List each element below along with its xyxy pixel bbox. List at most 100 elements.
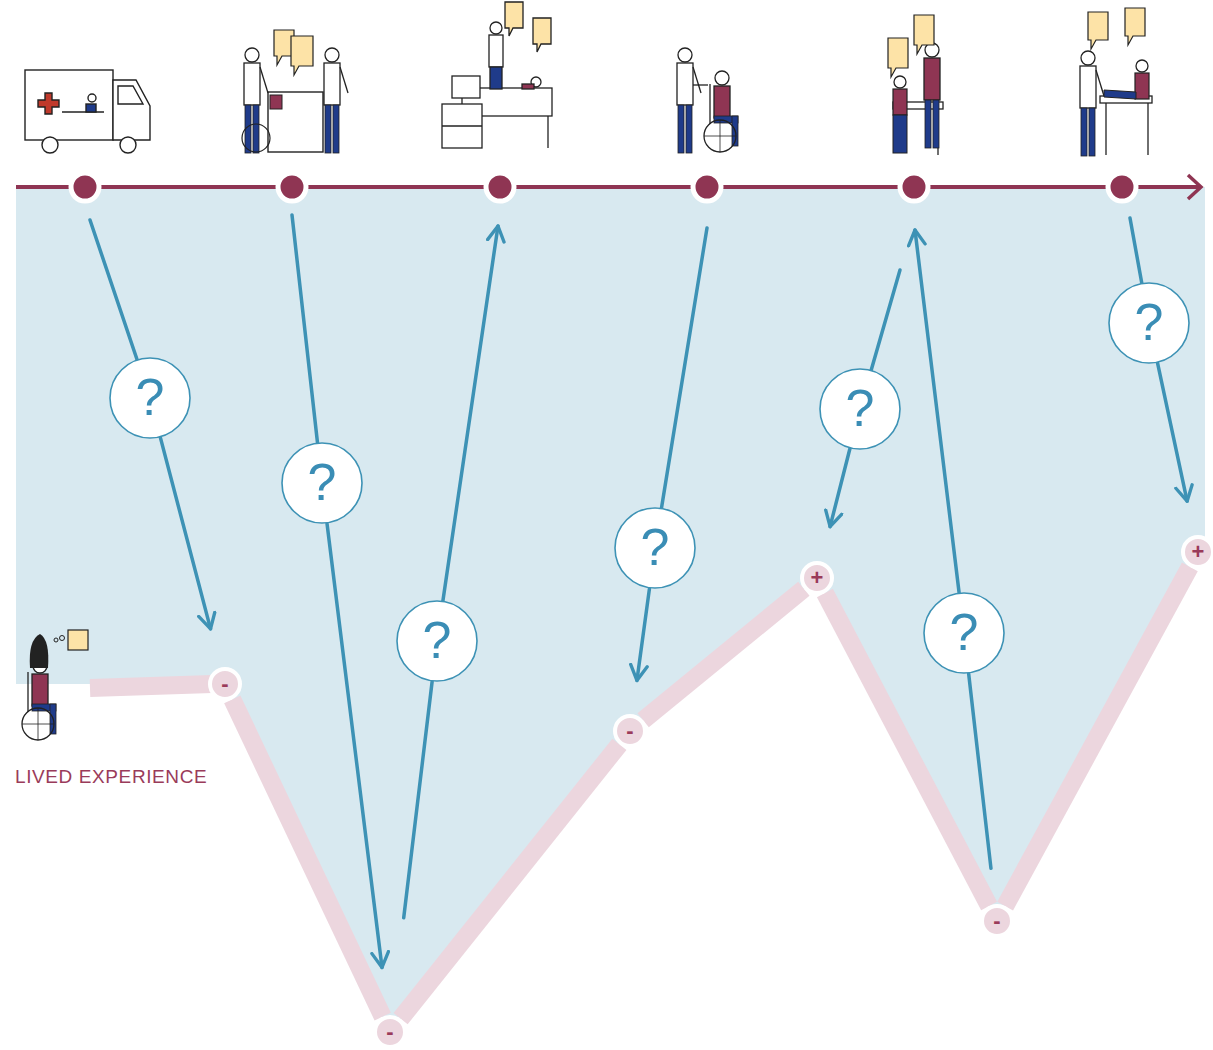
experience-sign: - [373,1015,407,1049]
ambulance-body [25,70,113,140]
person-body [893,89,907,115]
question-circle: ? [923,592,1005,674]
hair [30,634,49,668]
experience-sign: - [613,714,647,748]
monitor [452,76,480,98]
standing-person [677,48,701,153]
experience-point: + [1181,535,1213,569]
journey-arrow [404,682,432,918]
transfer-sketch [677,48,738,153]
experience-point: + [800,561,834,595]
timeline-dot [1108,173,1136,201]
question-mark: ? [396,600,478,682]
experience-point: - [613,714,647,748]
desk [268,92,323,152]
leader-arrow [437,226,498,641]
doctor-head [490,22,502,34]
red-cross [38,93,59,114]
leader-lines [90,215,1149,641]
speech-bubble [888,38,908,77]
question-outline [820,369,900,449]
question-mark: ? [1108,282,1190,364]
thought-bubble [68,630,88,650]
thought-dot [54,638,58,642]
experience-point: - [208,667,242,701]
question-mark: ? [819,368,901,450]
timeline-dot [486,173,514,201]
question-circle: ? [819,368,901,450]
stretcher [62,111,104,112]
patient-body [86,104,96,112]
experience-lead [90,684,212,688]
patient-head [88,94,96,102]
experience-line [1005,567,1190,906]
leader-line [655,228,707,548]
question-outline [110,358,190,438]
experience-sign: - [208,667,242,701]
question-mark: ? [614,507,696,589]
journey-arrow [830,449,850,527]
speech-bubble [533,18,551,52]
thought-dot [60,636,65,641]
section-label: LIVED EXPERIENCE [15,766,207,788]
ambulance-cab [113,80,150,140]
speech-bubble [505,2,523,36]
question-outline [1109,283,1189,363]
paper [270,95,282,109]
timeline-dots [71,173,1136,201]
ambulance-sketch [25,70,150,153]
therapy-sketch [888,15,943,155]
experience-line [232,699,382,1016]
question-outline [924,593,1004,673]
cabinet [442,104,482,148]
experience-sign: + [800,561,834,595]
question-outline [397,601,477,681]
journey-arrow [1158,363,1188,501]
wheelchair-person [704,71,738,152]
question-circle: ? [396,600,478,682]
person-head [894,76,906,88]
patient-body [522,84,534,89]
ambulance-window [118,86,143,104]
experience-line [401,744,620,1018]
person-leg [1104,90,1136,99]
timeline-dot [278,173,306,201]
speech-bubble [1088,12,1108,49]
ambulance-wheel [120,137,136,153]
question-outline [282,443,362,523]
speech-bubble [291,36,313,75]
lived-experience-person [22,630,88,740]
connector-layer [160,363,1189,1019]
question-circle: ? [109,357,191,439]
question-mark: ? [109,357,191,439]
experience-sign: - [980,904,1014,938]
timeline-dot [71,173,99,201]
question-circle: ? [614,507,696,589]
ambulance-wheel [42,137,58,153]
speech-bubble [914,15,934,54]
question-mark: ? [281,442,363,524]
experience-line [643,589,804,720]
ward-sketch [442,2,552,148]
desk-leg [1147,103,1148,155]
speech-bubble [1125,8,1145,45]
standing-person [324,48,348,153]
journey-area [16,187,1205,1033]
experience-point: - [980,904,1014,938]
timeline-dot [900,173,928,201]
consultation-sketch [1080,8,1152,156]
question-mark: ? [923,592,1005,674]
standing-person [244,48,268,153]
journey-arrow [637,589,650,681]
leader-arrow [915,230,964,633]
question-circle: ? [281,442,363,524]
reception-sketch [242,30,348,153]
push-arm [693,84,708,85]
bed-leg [547,116,548,148]
journey-arrow [327,524,382,968]
seated-person [924,43,940,148]
doctor-legs [490,67,502,89]
person-legs [893,115,907,153]
